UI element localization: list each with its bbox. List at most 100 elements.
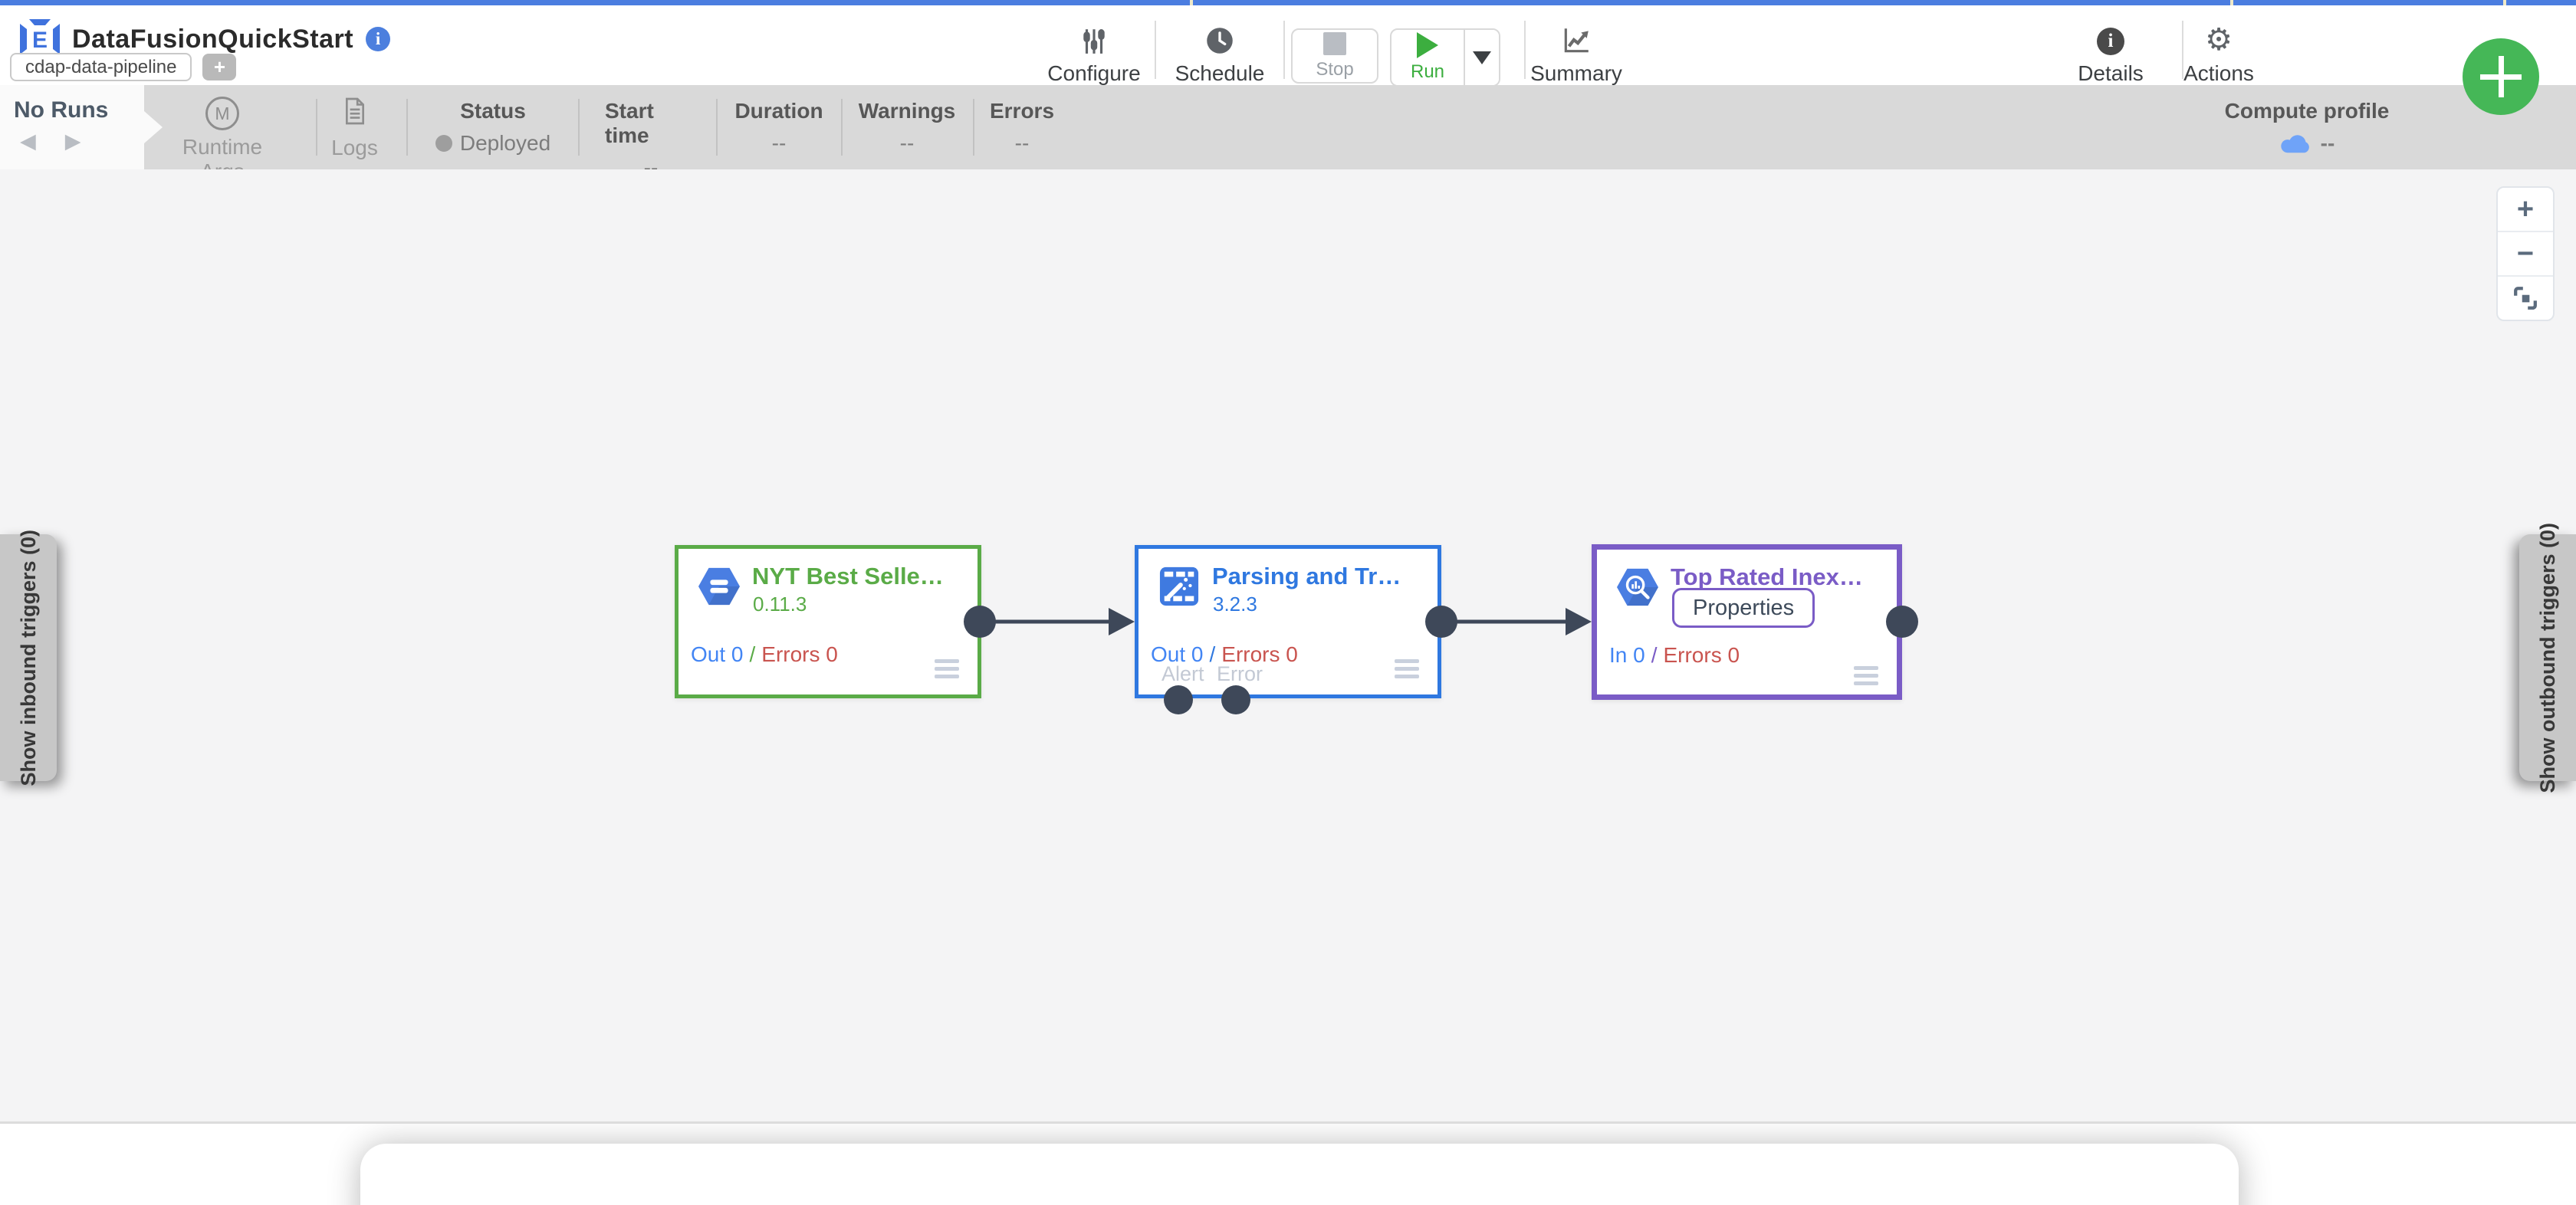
schedule-button[interactable]: Schedule [1162,24,1277,87]
errors-metric: Errors 0 [1221,642,1298,666]
outbound-triggers-tab[interactable]: Show outbound triggers (0) [2519,523,2576,793]
properties-button[interactable]: Properties [1672,588,1815,628]
top-accent-bar [0,0,2576,5]
node-menu-button[interactable] [935,659,959,678]
details-button[interactable]: i Details [2062,24,2159,87]
status-dot-icon [435,135,452,152]
runs-bar-divider [841,99,843,156]
run-button-group: Run [1390,28,1500,87]
inbound-triggers-tab[interactable]: Show inbound triggers (0) [0,530,57,786]
compute-profile-label: Compute profile [2224,99,2390,123]
topbar-divider [2230,0,2233,5]
in-metric: In 0 [1609,643,1645,667]
details-info-icon: i [2097,25,2124,55]
start-time-label: Start time [605,99,654,147]
configure-sliders-icon [1080,25,1108,55]
actions-label: Actions [2183,61,2254,85]
node-title: Parsing and Tr… [1212,563,1401,589]
zoom-controls: + − [2496,186,2555,321]
add-to-pipeline-fab[interactable] [2463,38,2539,115]
alert-port-label: Alert [1162,662,1204,685]
node-version: 3.2.3 [1213,593,1257,616]
fit-to-screen-icon [2514,287,2537,310]
run-options-dropdown[interactable] [1464,30,1499,85]
zoom-in-button[interactable]: + [2498,188,2553,232]
logs-label: Logs [331,136,378,159]
compute-profile-value[interactable]: -- [2279,131,2334,156]
arrowhead-icon [1109,608,1135,635]
runs-bar-divider [716,99,718,156]
run-label: Run [1410,61,1445,82]
run-selector-tab [0,85,163,169]
runs-bar-divider [973,99,974,156]
node-metrics: In 0/Errors 0 [1609,643,1740,667]
runs-bar-divider [578,99,580,156]
node-parsing-transform[interactable]: Parsing and Tr… 3.2.3 Out 0/Errors 0 Ale… [1135,545,1441,698]
logs-button[interactable]: Logs [314,96,395,161]
zoom-out-button[interactable]: − [2498,232,2553,277]
status-label: Status [460,99,526,123]
warnings-column: Warnings -- [858,99,956,156]
node-title: NYT Best Selle… [752,563,944,589]
pipeline-type-tag: cdap-data-pipeline [10,53,192,81]
topbar-divider [1190,0,1193,5]
stop-label: Stop [1316,58,1354,80]
duration-column: Duration -- [733,99,825,156]
toolbar-divider [1524,21,1526,79]
no-runs-label: No Runs [14,97,109,123]
run-play-icon [1417,32,1438,58]
actions-button[interactable]: ⚙ Actions [2170,24,2268,87]
run-button[interactable]: Run [1392,30,1464,85]
schedule-label: Schedule [1175,61,1265,85]
runs-bar-divider [406,99,408,156]
stop-icon [1323,31,1346,55]
node-top-rated-sink[interactable]: Top Rated Inex… Properties In 0/Errors 0 [1592,544,1902,700]
errors-label: Errors [989,99,1055,123]
run-nav: ◀ ▶ [20,130,81,153]
toolbar-divider [1155,21,1156,79]
pipeline-info-icon[interactable]: i [366,27,391,51]
out-metric: Out 0 [1151,642,1204,666]
stop-button[interactable]: Stop [1291,28,1378,84]
summary-button[interactable]: Summary [1515,24,1638,87]
logs-doc-icon [343,97,367,131]
fit-to-screen-button[interactable] [2498,277,2553,320]
error-port-label: Error [1217,662,1263,685]
summary-label: Summary [1530,61,1622,85]
node-title: Top Rated Inex… [1671,563,1863,590]
summary-chart-icon [1561,25,1592,55]
chevron-down-icon [1473,51,1491,64]
plus-icon [2480,56,2522,97]
status-column: Status Deployed [432,99,554,156]
bottom-panel-shadow [360,1144,2239,1205]
errors-metric: Errors 0 [1663,643,1740,667]
warnings-label: Warnings [858,99,956,123]
node-nyt-best-sellers[interactable]: NYT Best Selle… 0.11.3 Out 0/Errors 0 [675,545,981,698]
previous-run-button[interactable]: ◀ [20,130,36,153]
node-version: 0.11.3 [753,593,807,616]
add-tag-button[interactable]: + [202,54,237,80]
configure-button[interactable]: Configure [1025,24,1163,87]
runs-bar-divider [316,99,317,156]
topbar-divider [2503,0,2506,5]
errors-column: Errors -- [976,99,1068,156]
warnings-value: -- [899,131,915,155]
actions-gear-icon: ⚙ [2205,22,2233,57]
details-label: Details [2078,61,2144,85]
schedule-clock-icon [1205,25,1234,55]
source-plugin-icon [698,567,740,606]
errors-metric: Errors 0 [761,642,838,666]
pipeline-header: E DataFusionQuickStart i cdap-data-pipel… [0,5,2576,87]
duration-label: Duration [734,99,823,123]
node-menu-button[interactable] [1854,666,1878,685]
macro-m-icon: M [205,97,239,130]
node-menu-button[interactable] [1395,659,1419,678]
next-run-button[interactable]: ▶ [64,130,81,153]
wrangler-plugin-icon [1159,566,1199,606]
toolbar-divider [1283,21,1285,79]
errors-value: -- [1014,131,1030,155]
svg-text:E: E [32,28,48,53]
configure-label: Configure [1047,61,1141,85]
pipeline-canvas[interactable]: NYT Best Selle… 0.11.3 Out 0/Errors 0 Pa… [0,169,2576,1121]
duration-value: -- [771,131,787,155]
